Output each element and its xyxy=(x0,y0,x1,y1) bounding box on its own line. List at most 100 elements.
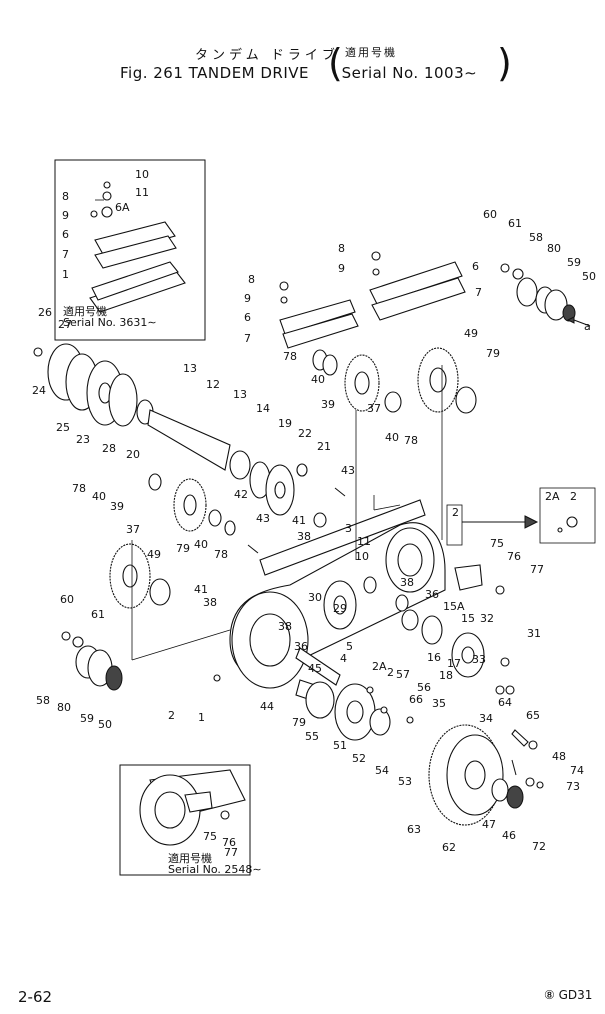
callout-40: 40 xyxy=(194,538,208,551)
callout-76: 76 xyxy=(507,550,521,563)
callout-38: 38 xyxy=(203,596,217,609)
callout-46: 46 xyxy=(502,829,516,842)
callout-39: 39 xyxy=(321,398,335,411)
callout-38: 38 xyxy=(278,620,292,633)
callout-62: 62 xyxy=(442,841,456,854)
callout-60: 60 xyxy=(483,208,497,221)
callout-79: 79 xyxy=(292,716,306,729)
title-japanese-serial: 適用号機 xyxy=(345,46,397,59)
callout-8: 8 xyxy=(248,273,255,286)
open-paren: ( xyxy=(328,41,343,85)
upper-right-flange xyxy=(500,263,576,322)
inset-bottom-serial: Serial No. 2548∼ xyxy=(168,863,262,876)
callout-4: 4 xyxy=(340,652,347,665)
callout-18: 18 xyxy=(439,669,453,682)
figure-title: Fig. 261 TANDEM DRIVE Serial No. 1003∼ xyxy=(120,64,477,82)
callout-79: 79 xyxy=(486,347,500,360)
figure-title-text: Fig. 261 TANDEM DRIVE xyxy=(120,64,310,82)
title-japanese: タンデム ドライブ xyxy=(195,48,339,63)
inset-top-serial: Serial No. 3631∼ xyxy=(63,316,157,329)
callout-52: 52 xyxy=(352,752,366,765)
reference-a xyxy=(373,316,591,511)
callout-53: 53 xyxy=(398,775,412,788)
callout-12: 12 xyxy=(206,378,220,391)
upper-right-cover-assembly xyxy=(279,251,466,349)
callout-74: 74 xyxy=(570,764,584,777)
callout-9: 9 xyxy=(338,262,345,275)
main-tandem-case xyxy=(131,365,446,689)
callout-77: 77 xyxy=(530,563,544,576)
callout-6: 6 xyxy=(244,311,251,324)
callout-2: 2 xyxy=(452,506,459,519)
callout-66: 66 xyxy=(409,693,423,706)
callout-44: 44 xyxy=(260,700,274,713)
callout-10: 10 xyxy=(355,550,369,563)
callout-76: 76 xyxy=(222,836,236,849)
callout-26: 26 xyxy=(38,306,52,319)
inset-top-jp: 適用号機 xyxy=(63,304,107,318)
callout-80: 80 xyxy=(57,701,71,714)
callout-51: 51 xyxy=(333,739,347,752)
callout-15: 15 xyxy=(461,612,475,625)
right-mid-flange xyxy=(421,564,510,695)
callout-57: 57 xyxy=(396,668,410,681)
callout-50: 50 xyxy=(582,270,596,283)
callout-30: 30 xyxy=(308,591,322,604)
callout-11: 11 xyxy=(135,186,149,199)
arrow-detail-2a xyxy=(446,487,596,546)
callout-40: 40 xyxy=(92,490,106,503)
callout-45: 45 xyxy=(308,662,322,675)
callout-50: 50 xyxy=(98,718,112,731)
callout-7: 7 xyxy=(475,286,482,299)
callout-21: 21 xyxy=(317,440,331,453)
callout-6: 6 xyxy=(62,228,69,241)
callout-2: 2 xyxy=(387,666,394,679)
page-number: 2-62 xyxy=(18,988,53,1006)
callout-20: 20 xyxy=(126,448,140,461)
callout-39: 39 xyxy=(110,500,124,513)
callout-13: 13 xyxy=(233,388,247,401)
callout-38: 38 xyxy=(400,576,414,589)
callout-7: 7 xyxy=(62,248,69,261)
model-code: ⑧ GD31 xyxy=(544,988,593,1002)
callout-14: 14 xyxy=(256,402,270,415)
callout-78: 78 xyxy=(214,548,228,561)
callout-10: 10 xyxy=(135,168,149,181)
callout-79: 79 xyxy=(176,542,190,555)
callout-a: a xyxy=(584,320,591,333)
callout-40: 40 xyxy=(311,373,325,386)
callout-6: 6 xyxy=(472,260,479,273)
callout-58: 58 xyxy=(529,231,543,244)
callout-1: 1 xyxy=(198,711,205,724)
inset-bottom-box: 適用号機 Serial No. 2548∼ xyxy=(119,764,262,876)
callout-60: 60 xyxy=(60,593,74,606)
callout-63: 63 xyxy=(407,823,421,836)
lower-middle-hub xyxy=(295,679,414,741)
callout-78: 78 xyxy=(404,434,418,447)
callout-49: 49 xyxy=(464,327,478,340)
callout-59: 59 xyxy=(567,256,581,269)
callout-15a: 15A xyxy=(443,600,465,613)
callout-32: 32 xyxy=(480,612,494,625)
inset-top-box: 適用号機 Serial No. 3631∼ xyxy=(54,159,206,341)
callout-31: 31 xyxy=(527,627,541,640)
callout-38: 38 xyxy=(297,530,311,543)
callout-78: 78 xyxy=(72,482,86,495)
callout-23: 23 xyxy=(76,433,90,446)
callout-29: 29 xyxy=(333,602,347,615)
callout-43: 43 xyxy=(341,464,355,477)
callout-55: 55 xyxy=(305,730,319,743)
callout-1: 1 xyxy=(62,268,69,281)
callout-35: 35 xyxy=(432,697,446,710)
callout-40: 40 xyxy=(385,431,399,444)
callout-34: 34 xyxy=(479,712,493,725)
callout-41: 41 xyxy=(194,583,208,596)
callout-36: 36 xyxy=(294,640,308,653)
callout-65: 65 xyxy=(526,709,540,722)
figure-serial-text: Serial No. 1003∼ xyxy=(341,64,478,82)
callout-7: 7 xyxy=(244,332,251,345)
lower-right-sprocket xyxy=(428,724,544,826)
